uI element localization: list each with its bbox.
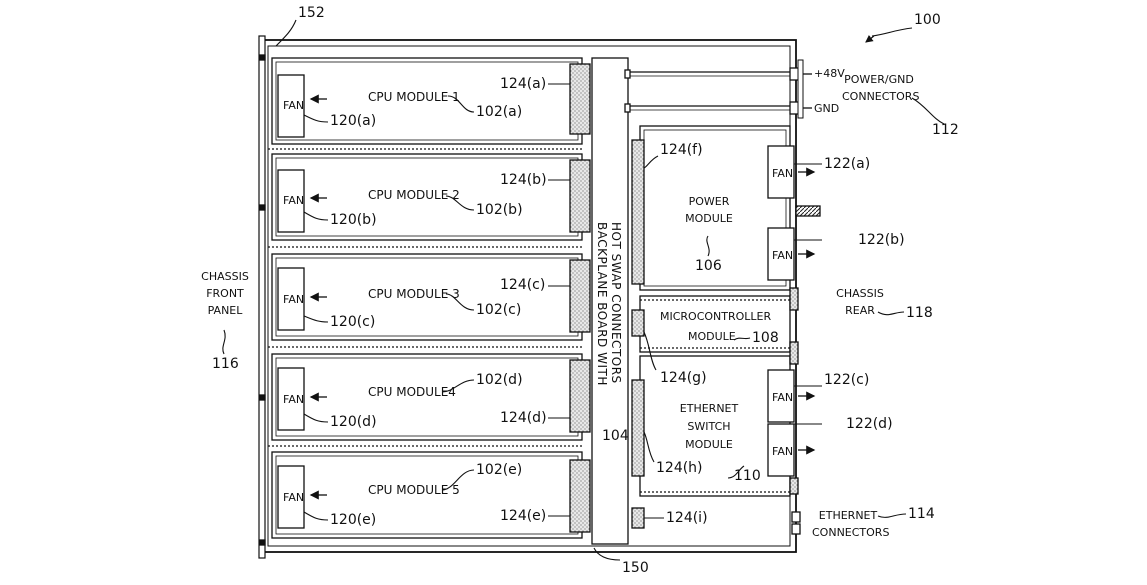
fan-122c-ref: 122(c) <box>824 372 870 388</box>
ethernet-switch-line-2: SWITCH <box>687 420 731 433</box>
rear-fan-arrows <box>798 167 816 455</box>
gnd-label: GND <box>814 102 840 115</box>
chassis-rear-line-2: REAR <box>845 304 875 317</box>
power-fan-b-label: FAN <box>772 249 794 262</box>
connector-124b-ref: 124(b) <box>500 172 547 188</box>
backplane-board <box>591 57 629 545</box>
power-module-line-2: MODULE <box>685 212 733 225</box>
ethernet-switch-module-box <box>631 355 795 529</box>
chassis-front-line-1: CHASSIS <box>201 270 249 283</box>
cpu-module-5-ref: 102(e) <box>476 462 523 478</box>
power-gnd-line-1: POWER/GND <box>844 73 914 86</box>
microcontroller-ref: 108 <box>752 330 779 346</box>
cpu-fan-4-label: FAN <box>283 393 305 406</box>
cpu-fan-1-ref: 120(a) <box>330 113 377 129</box>
ref-150: 150 <box>622 560 649 576</box>
power-gnd-line-2: CONNECTORS <box>842 90 920 103</box>
ethernet-switch-line-1: ETHERNET <box>679 402 739 415</box>
cpu-fan-3-ref: 120(c) <box>330 314 376 330</box>
cpu-fan-5-ref: 120(e) <box>330 512 377 528</box>
power-module-ref: 106 <box>695 258 722 274</box>
cpu-connectors <box>569 63 591 533</box>
rear-connectors <box>789 287 801 535</box>
ethernet-switch-ref: 110 <box>734 468 761 484</box>
microcontroller-line-1: MICROCONTROLLER <box>660 310 772 323</box>
cpu-fans <box>277 74 327 529</box>
cpu-fan-2-ref: 120(b) <box>330 212 377 228</box>
cpu-fan-2-label: FAN <box>283 194 305 207</box>
cpu-fan-1-label: FAN <box>283 99 305 112</box>
power-cables <box>624 59 812 119</box>
chassis-rear-line-1: CHASSIS <box>836 287 884 300</box>
cpu-module-5-name: CPU MODULE 5 <box>368 483 460 497</box>
connector-124d-ref: 124(d) <box>500 410 547 426</box>
chassis-front-line-2: FRONT <box>206 287 244 300</box>
switch-fan-d-label: FAN <box>772 445 794 458</box>
ref-100: 100 <box>914 12 941 28</box>
microcontroller-line-2: MODULE <box>688 330 736 343</box>
plus-48v-label: +48V <box>814 67 845 80</box>
switch-fan-c-label: FAN <box>772 391 794 404</box>
microcontroller-module-box <box>631 295 791 353</box>
fan-122a-ref: 122(a) <box>824 156 871 172</box>
cpu-fan-3-label: FAN <box>283 293 305 306</box>
fan-122b-ref: 122(b) <box>858 232 905 248</box>
cpu-module-2-name: CPU MODULE 2 <box>368 188 460 202</box>
connector-124a-ref: 124(a) <box>500 76 547 92</box>
cpu-module-1-name: CPU MODULE 1 <box>368 90 460 104</box>
ref-152: 152 <box>298 5 325 21</box>
power-module-box <box>631 125 821 291</box>
cpu-module-3-ref: 102(c) <box>476 302 522 318</box>
ref-116: 116 <box>212 356 239 372</box>
backplane-line-1: BACKPLANE BOARD WITH <box>595 222 609 386</box>
cpu-fan-4-ref: 120(d) <box>330 414 377 430</box>
cpu-module-3-name: CPU MODULE 3 <box>368 287 460 301</box>
ethernet-connectors-line-2: CONNECTORS <box>812 526 890 539</box>
power-module-line-1: POWER <box>688 195 730 208</box>
ref-114: 114 <box>908 506 935 522</box>
connector-124f-ref: 124(f) <box>660 142 703 158</box>
fan-122d-ref: 122(d) <box>846 416 893 432</box>
ethernet-switch-line-3: MODULE <box>685 438 733 451</box>
cpu-module-4-ref: 102(d) <box>476 372 523 388</box>
cpu-module-4-name: CPU MODULE4 <box>368 385 456 399</box>
connector-124e-ref: 124(e) <box>500 508 547 524</box>
chassis-front-line-3: PANEL <box>207 304 243 317</box>
cpu-fan-5-label: FAN <box>283 491 305 504</box>
ref-112: 112 <box>932 122 959 138</box>
cpu-module-2-ref: 102(b) <box>476 202 523 218</box>
connector-124h-ref: 124(h) <box>656 460 703 476</box>
backplane-line-2: HOT SWAP CONNECTORS <box>609 222 623 384</box>
connector-124i-ref: 124(i) <box>666 510 708 526</box>
ref-118: 118 <box>906 305 933 321</box>
connector-124c-ref: 124(c) <box>500 277 546 293</box>
connector-124g-ref: 124(g) <box>660 370 707 386</box>
cpu-module-bays <box>268 57 583 539</box>
power-fan-a-label: FAN <box>772 167 794 180</box>
ethernet-connectors-line-1: ETHERNET <box>818 509 878 522</box>
cpu-module-1-ref: 102(a) <box>476 104 523 120</box>
leader-lines <box>222 19 945 561</box>
ref-104: 104 <box>602 428 629 444</box>
